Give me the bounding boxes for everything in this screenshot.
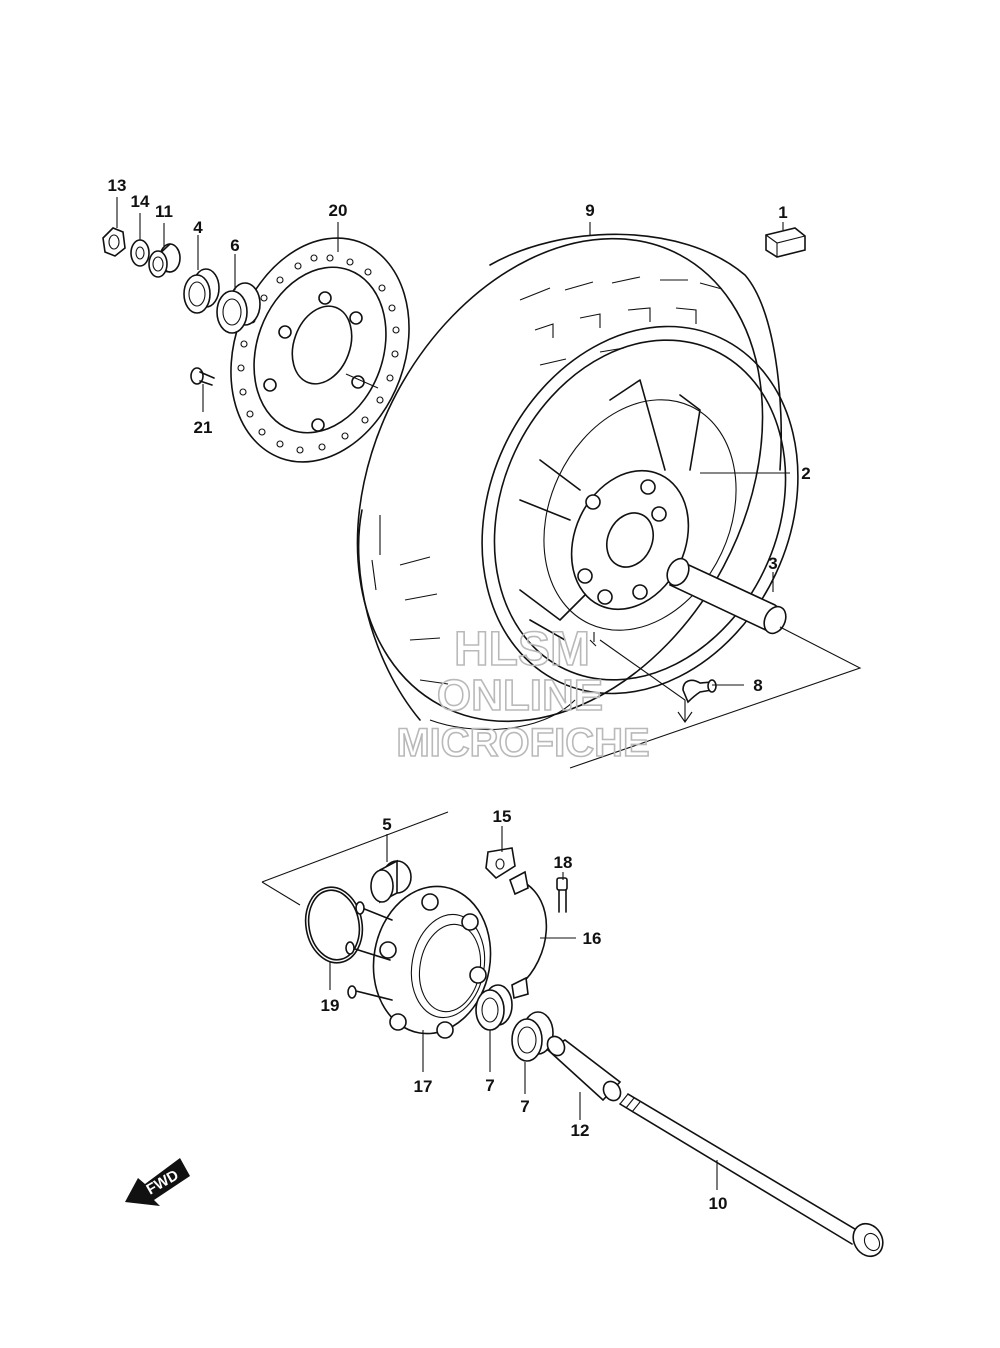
collar-part-3[interactable]	[663, 555, 790, 637]
watermark-line-3: MICROFICHE	[396, 721, 649, 765]
wheel-part-2[interactable]	[424, 274, 856, 745]
dust-seal-part-4[interactable]	[183, 268, 220, 314]
bolt-part-18[interactable]	[556, 877, 568, 913]
bearing-part-5[interactable]	[370, 859, 412, 904]
callout-21[interactable]: 21	[194, 418, 213, 437]
callout-9[interactable]: 9	[585, 201, 594, 220]
callout-14[interactable]: 14	[131, 192, 150, 211]
callout-16[interactable]: 16	[583, 929, 602, 948]
spacer-part-11[interactable]	[148, 243, 181, 278]
sensor-cable-part-16[interactable]	[509, 870, 548, 1000]
callout-3[interactable]: 3	[768, 554, 777, 573]
o-ring-part-19[interactable]	[300, 883, 368, 968]
callout-7-outer[interactable]: 7	[520, 1097, 529, 1116]
bolt-part-21[interactable]	[190, 367, 215, 386]
weight-part-1[interactable]	[765, 227, 806, 258]
bearing-part-7-inner[interactable]	[475, 984, 513, 1031]
callout-18[interactable]: 18	[554, 853, 573, 872]
bearing-part-7-outer[interactable]	[511, 1011, 554, 1062]
brake-disc-part-20[interactable]	[201, 213, 439, 487]
forward-direction-badge: FWD	[125, 1158, 190, 1206]
callout-5[interactable]: 5	[382, 815, 391, 834]
hub-part-17[interactable]	[345, 877, 502, 1043]
callout-17[interactable]: 17	[414, 1077, 433, 1096]
callout-8[interactable]: 8	[753, 676, 762, 695]
callout-4[interactable]: 4	[193, 218, 203, 237]
callout-12[interactable]: 12	[571, 1121, 590, 1140]
axle-part-10[interactable]	[619, 1093, 889, 1262]
callout-13[interactable]: 13	[108, 176, 127, 195]
spacer-part-12[interactable]	[544, 1033, 624, 1103]
callout-15[interactable]: 15	[493, 807, 512, 826]
nut-part-13[interactable]	[102, 227, 126, 257]
leader-lines	[116, 197, 862, 1190]
bearing-part-6[interactable]	[216, 282, 261, 334]
watermark-line-2: ONLINE	[437, 671, 603, 720]
washer-part-14[interactable]	[130, 239, 150, 267]
callout-20[interactable]: 20	[329, 201, 348, 220]
callout-6[interactable]: 6	[230, 236, 239, 255]
callout-labels: 13 14 11 4 6 20 9 1 21 2 3 8 5 15 18 16 …	[108, 176, 811, 1213]
callout-1[interactable]: 1	[778, 203, 787, 222]
plate-part-15[interactable]	[485, 847, 516, 880]
callout-10[interactable]: 10	[709, 1194, 728, 1213]
watermark: HLSM ONLINE MICROFICHE	[396, 622, 651, 766]
valve-part-8[interactable]	[682, 679, 717, 704]
callout-11[interactable]: 11	[155, 202, 173, 221]
callout-2[interactable]: 2	[801, 464, 810, 483]
watermark-line-1: HLSM	[454, 623, 590, 676]
callout-7-inner[interactable]: 7	[485, 1076, 494, 1095]
callout-19[interactable]: 19	[321, 996, 340, 1015]
